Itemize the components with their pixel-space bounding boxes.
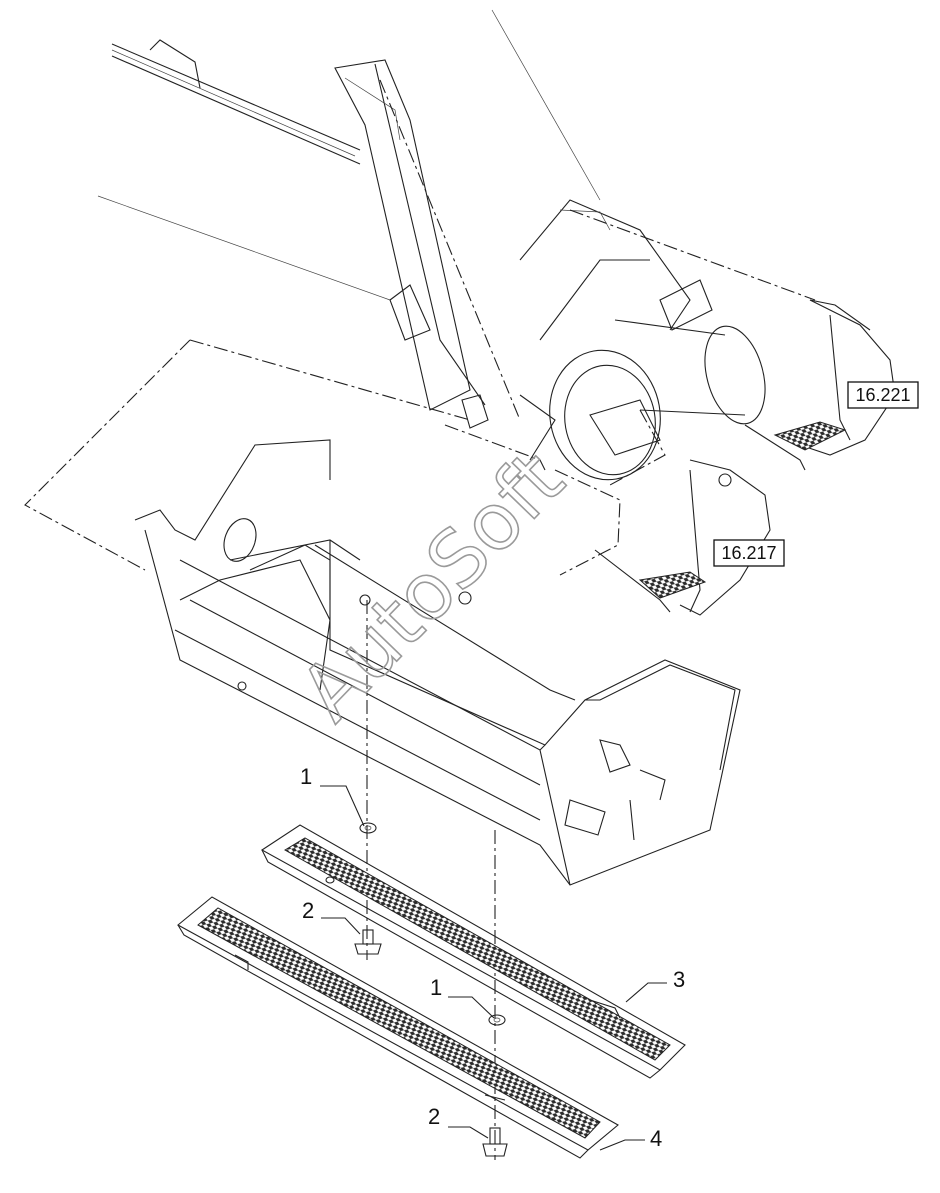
- outlet-elbow: [519, 199, 766, 481]
- callout-1-upper: 1: [300, 764, 312, 789]
- bolt-upper: [354, 929, 382, 955]
- reference-box-lower: 16.217: [713, 539, 785, 567]
- bolt-lower: [482, 1127, 508, 1157]
- callout-1-lower: 1: [430, 975, 442, 1000]
- washer-lower: [488, 1014, 506, 1026]
- leader-lines: [320, 785, 667, 1151]
- support-arm: [334, 59, 489, 429]
- callout-2-lower: 2: [428, 1104, 440, 1129]
- callout-4: 4: [650, 1126, 662, 1151]
- upper-frame-rails: [97, 9, 601, 301]
- arm-dash-line: [379, 79, 521, 421]
- washer-upper: [359, 822, 377, 834]
- reference-label-upper: 16.221: [855, 385, 910, 405]
- hopper-envelope: [24, 339, 621, 576]
- watermark-text: AutoSoft: [284, 435, 581, 739]
- callout-3: 3: [673, 967, 685, 992]
- upper-envelope: [569, 209, 816, 486]
- hopper-housing: [134, 439, 741, 886]
- sieve-tray-upper: [260, 824, 686, 1079]
- reference-box-upper: 16.221: [847, 381, 919, 409]
- callout-2-upper: 2: [302, 898, 314, 923]
- reference-label-lower: 16.217: [721, 543, 776, 563]
- sieve-tray-lower: [177, 896, 619, 1159]
- lower-cover: [594, 459, 771, 616]
